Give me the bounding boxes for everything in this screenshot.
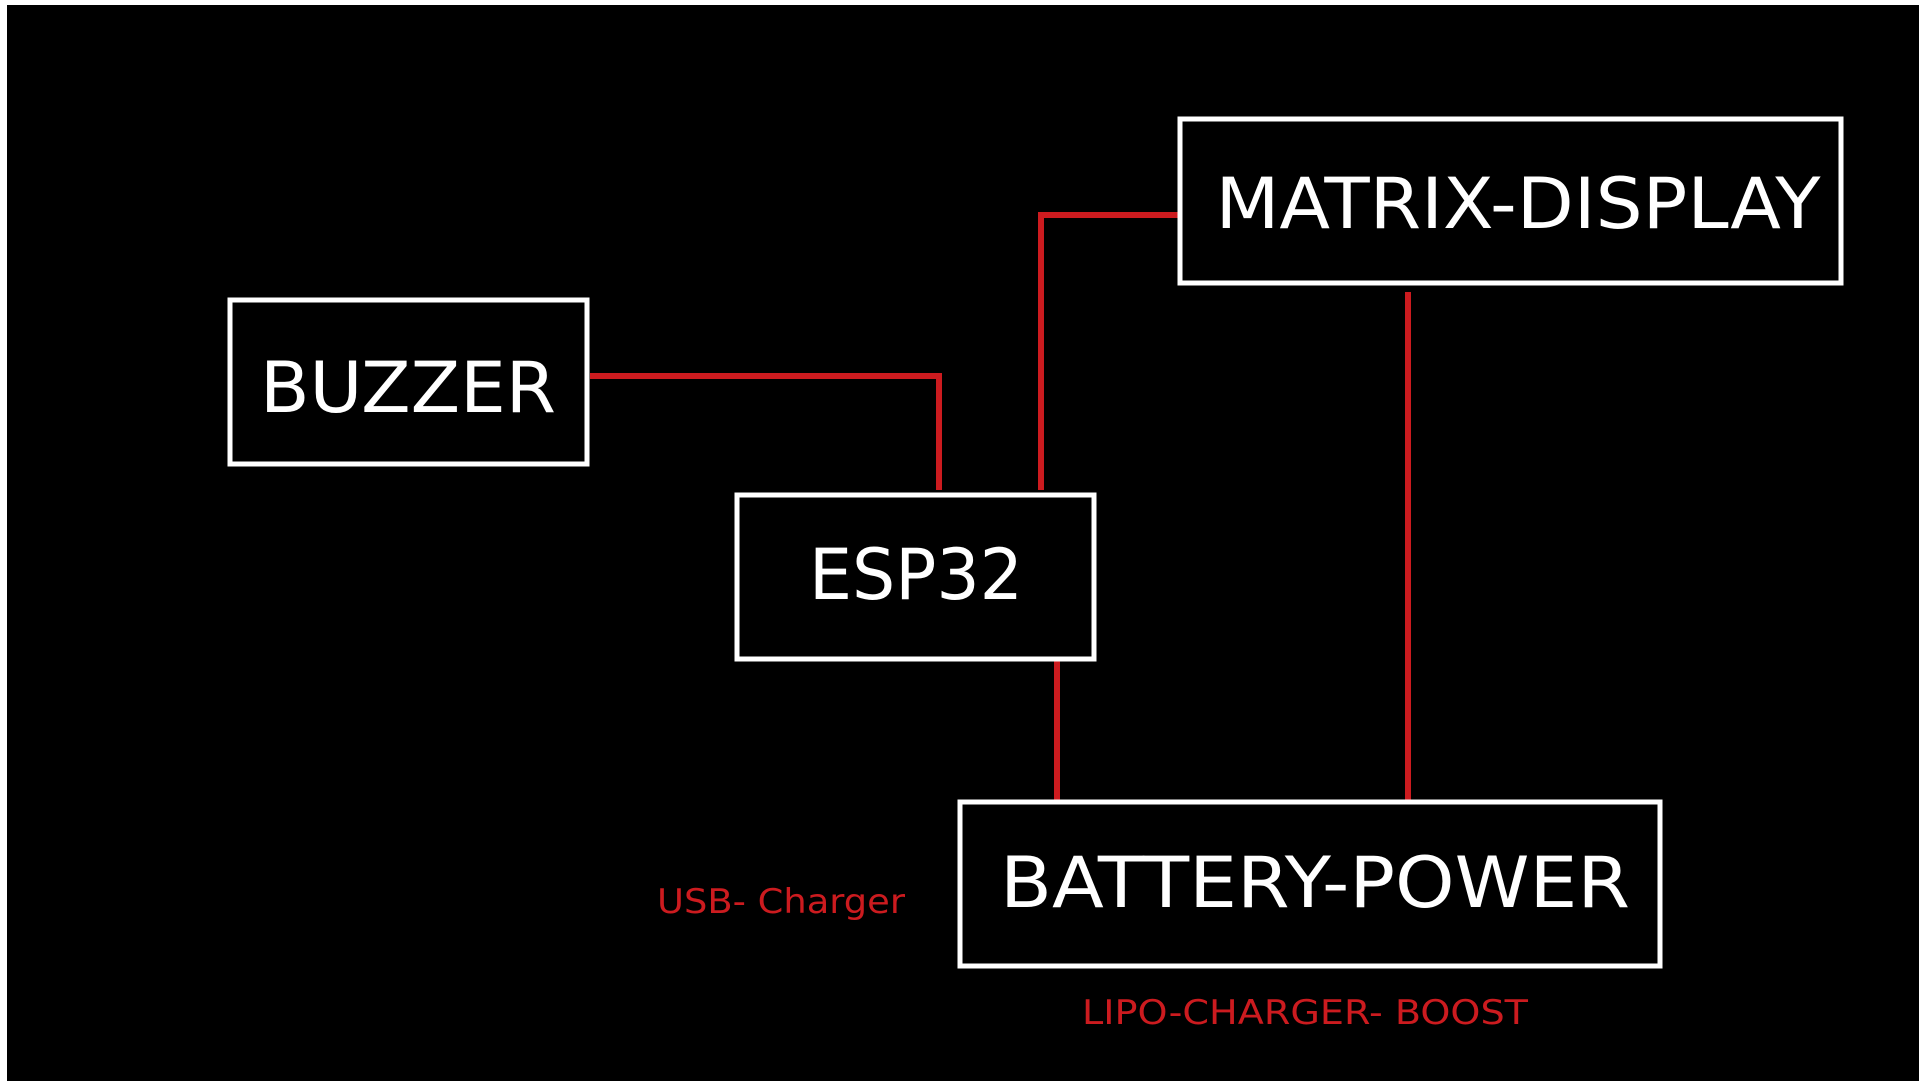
buzzer-label: BUZZER <box>260 347 556 429</box>
esp32-box <box>734 492 1097 662</box>
matrix-display-box <box>1177 116 1844 286</box>
usb-charger-note: USB- Charger <box>657 882 905 922</box>
battery-power-label: BATTERY-POWER <box>1000 842 1630 924</box>
diagram-canvas <box>7 5 1919 1081</box>
battery-power-box <box>957 799 1663 969</box>
wire-esp32-matrix-display <box>1038 212 1181 490</box>
matrix-display-node: MATRIX-DISPLAY <box>1177 116 1844 286</box>
esp32-node: ESP32 <box>734 492 1097 662</box>
lipo-charger-boost-note: LIPO-CHARGER- BOOST <box>1082 993 1528 1033</box>
esp32-label: ESP32 <box>809 534 1023 616</box>
matrix-display-label: MATRIX-DISPLAY <box>1216 163 1821 245</box>
battery-power-node: BATTERY-POWER <box>957 799 1663 969</box>
buzzer-box <box>227 297 590 467</box>
buzzer-node: BUZZER <box>227 297 590 467</box>
wire-buzzer-esp32 <box>590 373 942 490</box>
